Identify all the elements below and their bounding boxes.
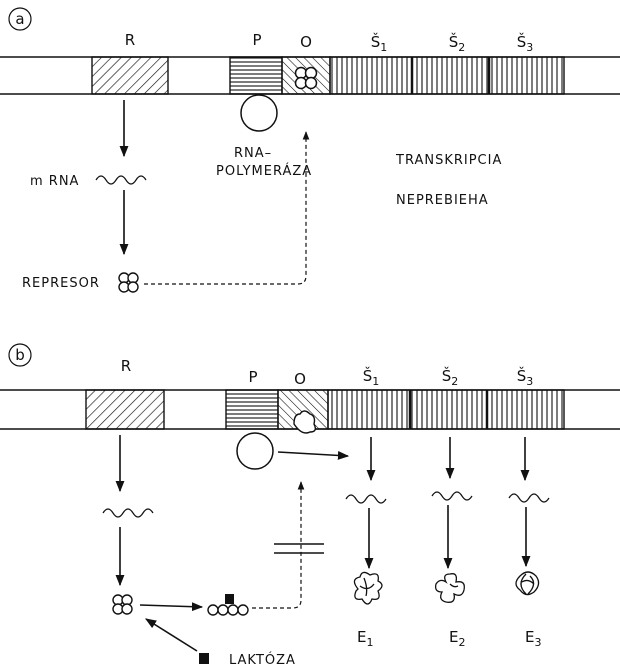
gene-label-s1: Š1: [371, 32, 388, 54]
enzyme-e1-icon: [354, 572, 382, 604]
gene-s1-output: E1: [346, 437, 386, 649]
mrna-wave-icon-s1: [346, 495, 386, 503]
repressor-to-complex-arrow: [140, 605, 202, 607]
gene-s2-output: E2: [432, 437, 472, 649]
repressor-icon-b: [113, 595, 132, 614]
enzyme-e1-label: E1: [357, 628, 373, 649]
enzyme-e3-label: E3: [525, 628, 541, 649]
gene-label-o: O: [300, 33, 312, 51]
mrna-wave-icon-b: [103, 509, 153, 517]
enzyme-e3-icon: [516, 572, 539, 595]
structural-genes-region-b: [328, 390, 564, 429]
structural-genes-region: [330, 57, 564, 94]
lactose-binding-arrow: [146, 619, 197, 651]
gene-label-r: R: [125, 31, 135, 49]
panel-a: a R P O Š1 Š2 Š3 RNA– POLYMERÁZA: [0, 8, 620, 292]
gene-label-s2: Š2: [449, 32, 466, 54]
gene-label-s3-b: Š3: [517, 366, 534, 388]
rna-polymerase-icon: [241, 95, 277, 131]
gene-r-region: [92, 57, 168, 94]
panel-a-marker: a: [15, 10, 24, 28]
gene-s3-output: E3: [509, 437, 549, 649]
panel-b: b R P O Š1 Š2 Š3: [0, 344, 620, 668]
enzyme-e2-icon: [436, 574, 465, 603]
gene-r-region-b: [86, 390, 164, 429]
lactose-icon: [199, 653, 209, 664]
gene-label-o-b: O: [294, 370, 306, 388]
repressor-label: REPRESOR: [22, 276, 100, 291]
transcription-status-line2: NEPREBIEHA: [396, 193, 489, 208]
enzyme-e2-label: E2: [449, 628, 465, 649]
mrna-wave-icon: [96, 176, 146, 184]
gene-label-s2-b: Š2: [442, 366, 459, 388]
mrna-wave-icon-s2: [432, 492, 472, 500]
gene-label-p-b: P: [248, 368, 257, 386]
rna-polymerase-label-line2: POLYMERÁZA: [216, 163, 312, 179]
promoter-region: [230, 57, 282, 94]
repressor-lactose-complex-icon: [208, 594, 248, 615]
panel-b-marker: b: [15, 346, 25, 364]
lactose-label: LAKTÓZA: [229, 652, 296, 668]
gene-label-r-b: R: [121, 357, 131, 375]
polymerase-movement-arrow: [278, 452, 348, 456]
transcription-status-line1: TRANSKRIPCIA: [395, 153, 502, 168]
gene-label-p: P: [252, 31, 261, 49]
rna-polymerase-icon-b: [237, 433, 273, 469]
promoter-region-b: [226, 390, 278, 429]
repressor-icon: [119, 273, 138, 292]
gene-label-s1-b: Š1: [363, 366, 380, 388]
repressor-binding-dashed-arrow: [144, 132, 306, 284]
blocked-binding-dashed-arrow: [252, 482, 301, 608]
mrna-wave-icon-s3: [509, 494, 549, 502]
gene-label-s3: Š3: [517, 32, 534, 54]
mrna-label: m RNA: [30, 174, 79, 189]
rna-polymerase-label-line1: RNA–: [234, 146, 272, 161]
